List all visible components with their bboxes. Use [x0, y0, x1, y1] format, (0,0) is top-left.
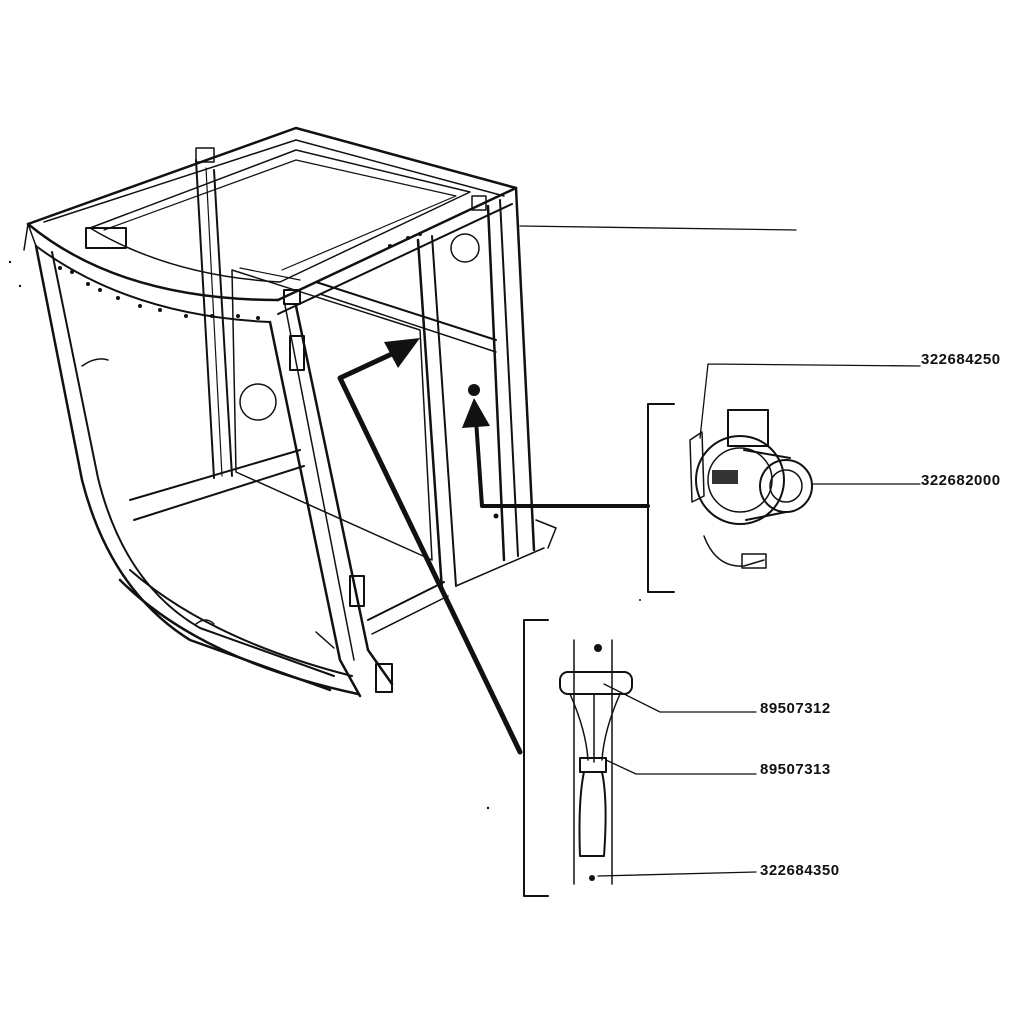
part-number-label: 322682000 — [921, 472, 1001, 489]
part-number-label: 89507312 — [760, 700, 831, 717]
part-number-label: 322684350 — [760, 862, 840, 879]
mount-point — [468, 384, 480, 396]
callout-arrows — [337, 338, 650, 755]
rivet-holes — [58, 232, 422, 320]
leader-lines — [519, 225, 921, 877]
part-number-label: 89507313 — [760, 761, 831, 778]
handle-detail — [523, 619, 633, 897]
light-assembly-detail — [647, 403, 813, 593]
cab-frame — [23, 126, 557, 698]
part-number-label: 322684250 — [921, 351, 1001, 368]
